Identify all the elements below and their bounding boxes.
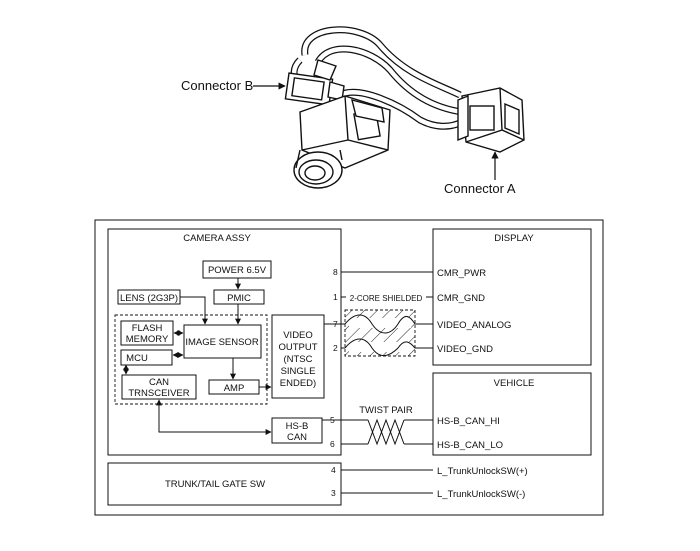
image-sensor-label: IMAGE SENSOR — [185, 337, 259, 348]
can-label-line1: CAN — [149, 377, 169, 388]
connector-a-body — [457, 87, 525, 153]
unlock-minus-label: L_TrunkUnlockSW(-) — [437, 489, 525, 500]
trunk-title: TRUNK/TAIL GATE SW — [165, 479, 265, 490]
connector-b-label: Connector B — [181, 78, 253, 93]
twist-pair: TWIST PAIR — [359, 405, 413, 446]
camera-lens — [293, 149, 343, 189]
pin-3: 3 — [331, 488, 336, 498]
display-block: DISPLAY CMR_PWR CMR_GND VIDEO_ANALOG VID… — [432, 228, 592, 366]
video-label-line1: VIDEO — [283, 330, 313, 341]
camera-assy-title: CAMERA ASSY — [183, 233, 251, 244]
video-gnd-label: VIDEO_GND — [437, 344, 493, 355]
can-hi-label: HS-B_CAN_HI — [437, 416, 500, 427]
mcu-label: MCU — [126, 353, 148, 364]
vehicle-title: VEHICLE — [494, 378, 535, 389]
connector-b-callout: Connector B — [181, 78, 286, 93]
pmic-label: PMIC — [227, 293, 251, 304]
flash-label-line1: FLASH — [132, 323, 163, 334]
hsb-can-block — [271, 417, 323, 444]
video-label-line4: SINGLE — [281, 366, 316, 377]
camera-housing — [299, 95, 391, 169]
camera-illustration — [284, 26, 525, 189]
video-label-line5: ENDED) — [280, 378, 316, 389]
pmic-block — [213, 289, 265, 305]
twist-pair-label: TWIST PAIR — [359, 405, 413, 416]
hsb-label-line1: HS-B — [286, 421, 309, 432]
amp-label: AMP — [224, 383, 245, 394]
pin-6: 6 — [330, 439, 335, 449]
can-transceiver-block — [121, 374, 197, 400]
pin-numbers: 8 1 7 2 5 6 4 3 — [330, 267, 338, 498]
shielded-cable: 2-CORE SHIELDED — [344, 292, 426, 357]
power-label: POWER 6.5V — [208, 265, 267, 276]
lens-label: LENS (2G3P) — [120, 293, 178, 304]
flash-label-line2: MEMORY — [126, 334, 169, 345]
wiring-lines — [322, 271, 433, 494]
pin-1: 1 — [333, 292, 338, 302]
can-label-line2: TRNSCEIVER — [128, 388, 189, 399]
cmr-pwr-label: CMR_PWR — [437, 268, 486, 279]
diagram-outer-frame — [94, 219, 604, 516]
pin-8: 8 — [333, 267, 338, 277]
vehicle-block: VEHICLE HS-B_CAN_HI HS-B_CAN_LO — [432, 372, 592, 456]
cmr-gnd-label: CMR_GND — [437, 293, 485, 304]
display-title: DISPLAY — [494, 233, 534, 244]
mcu-block — [120, 349, 173, 366]
trunk-switch-block: TRUNK/TAIL GATE SW L_TrunkUnlockSW(+) L_… — [107, 462, 528, 506]
video-label-line2: OUTPUT — [278, 342, 317, 353]
video-analog-label: VIDEO_ANALOG — [437, 320, 511, 331]
video-label-line3: (NTSC — [283, 354, 312, 365]
power-block — [202, 260, 272, 279]
connector-a-label: Connector A — [444, 181, 516, 196]
image-sensor-block — [183, 324, 262, 359]
hsb-label-line2: CAN — [287, 432, 307, 443]
connector-a-callout: Connector A — [444, 151, 516, 196]
pin-7: 7 — [333, 319, 338, 329]
camera-assy-block: CAMERA ASSY POWER 6.5V PMIC LENS (2G3P) … — [107, 228, 342, 456]
can-lo-label: HS-B_CAN_LO — [437, 440, 503, 451]
video-output-block — [271, 314, 325, 399]
pin-2: 2 — [333, 343, 338, 353]
flash-memory-block — [120, 320, 174, 346]
shielded-label: 2-CORE SHIELDED — [350, 294, 423, 303]
unlock-plus-label: L_TrunkUnlockSW(+) — [437, 466, 528, 477]
pin-5: 5 — [330, 415, 335, 425]
pin-4: 4 — [331, 465, 336, 475]
